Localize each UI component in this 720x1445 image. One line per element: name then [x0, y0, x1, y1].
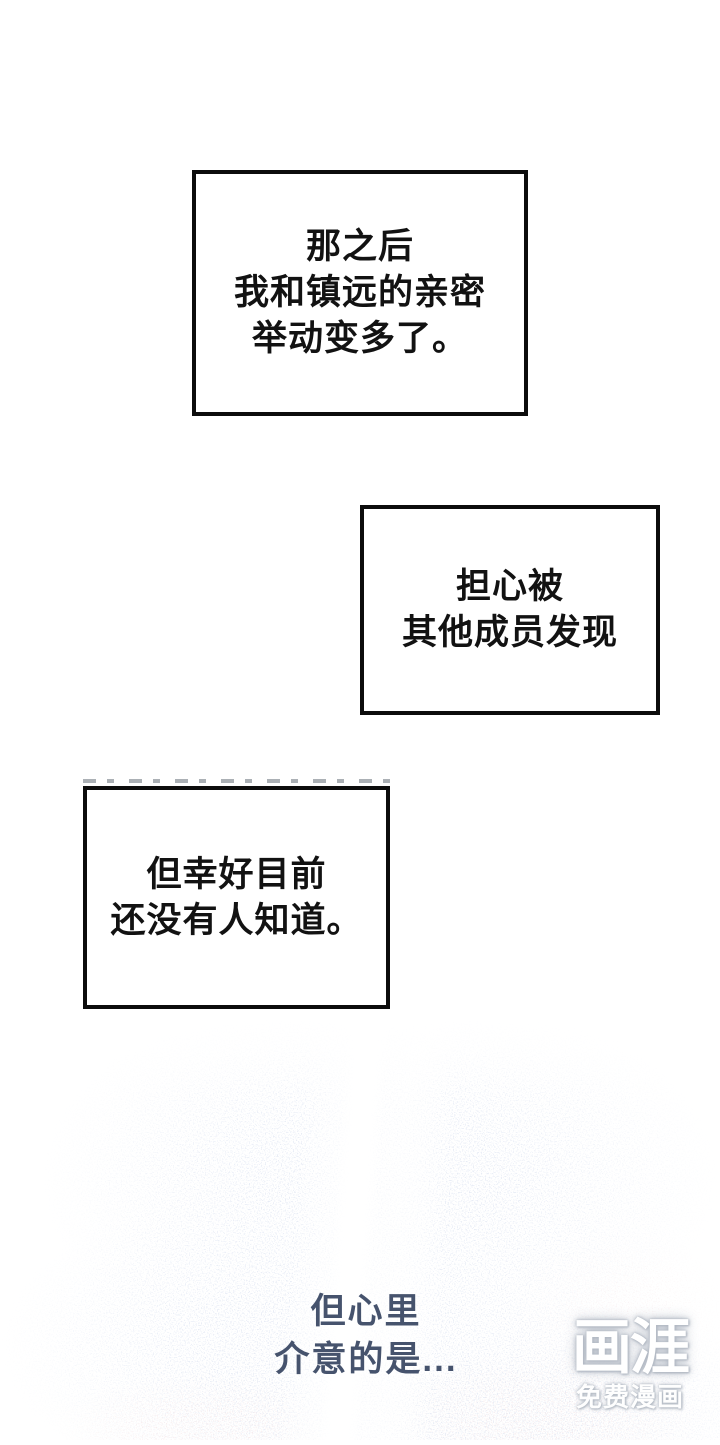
narration-box-2: 担心被 其他成员发现 — [360, 505, 660, 715]
narration-line: 担心被 — [455, 567, 564, 606]
background-artwork — [0, 972, 720, 1445]
watermark-logo: 画涯 — [572, 1314, 690, 1381]
speckle-texture — [0, 972, 720, 1445]
narration-line: 举动变多了。 — [251, 319, 468, 358]
caption-line: 介意的是... — [274, 1340, 458, 1379]
narration-line: 其他成员发现 — [401, 613, 618, 652]
platform-watermark: 画涯 免费漫画 — [544, 1314, 716, 1413]
handwritten-caption: 但心里 介意的是... — [246, 1288, 486, 1384]
narration-line: 那之后 — [305, 227, 414, 266]
watermark-subtitle: 免费漫画 — [575, 1382, 684, 1412]
narration-line: 还没有人知道。 — [110, 900, 363, 940]
narration-line: 我和镇远的亲密 — [233, 273, 486, 312]
sketch-artifact-dashes — [83, 779, 390, 783]
narration-box-3: 但幸好目前 还没有人知道。 — [83, 786, 390, 1009]
narration-line: 但幸好目前 — [146, 854, 327, 894]
narration-box-1: 那之后 我和镇远的亲密 举动变多了。 — [192, 170, 528, 416]
caption-line: 但心里 — [310, 1292, 422, 1331]
